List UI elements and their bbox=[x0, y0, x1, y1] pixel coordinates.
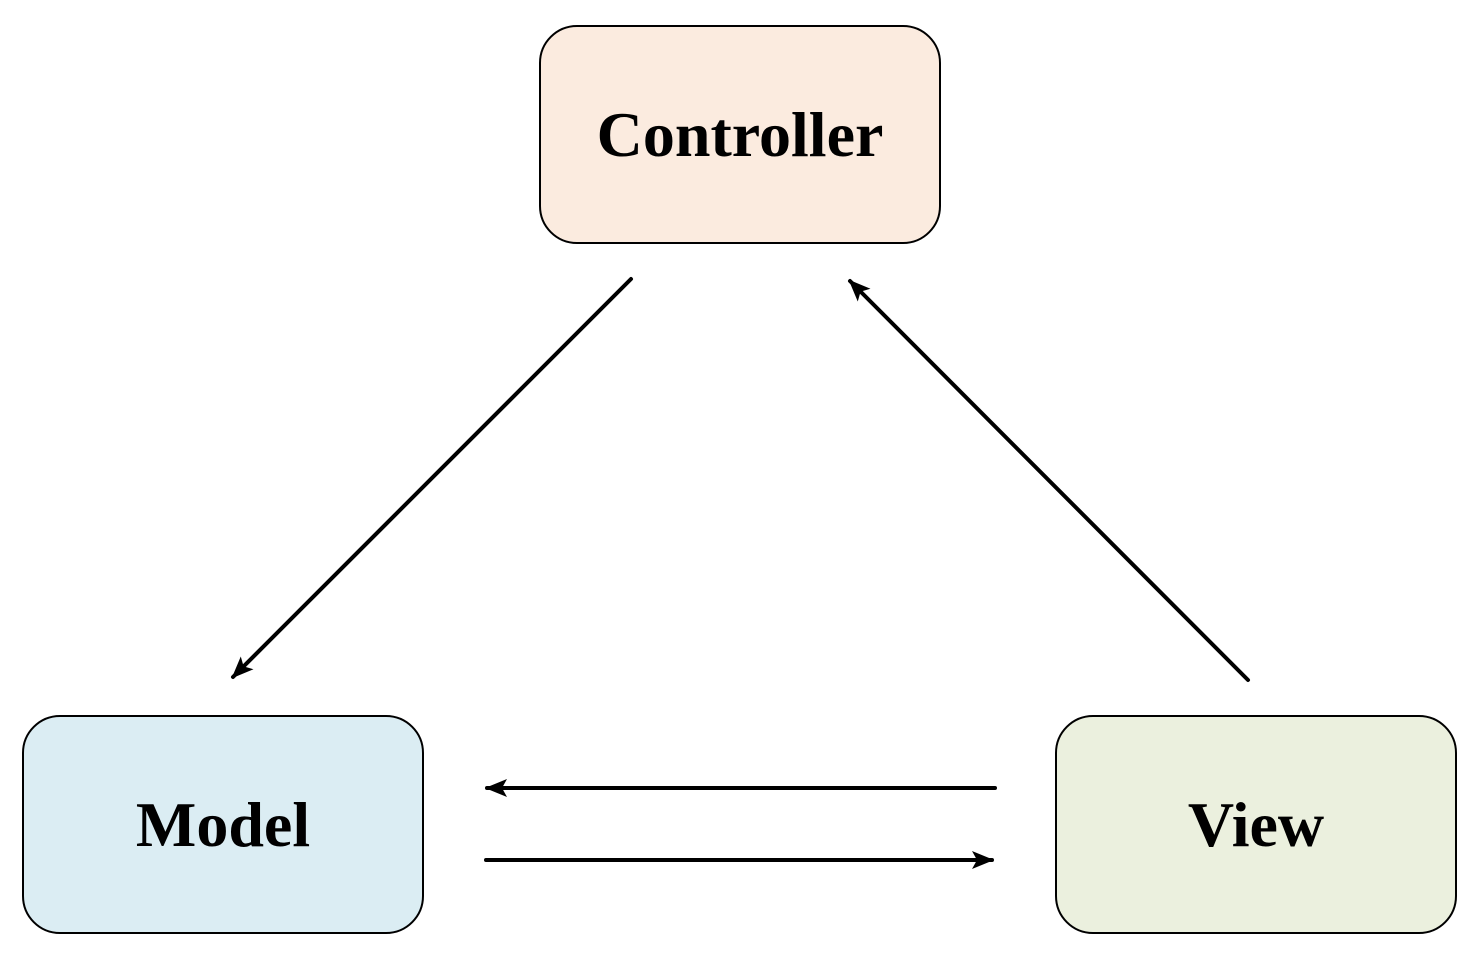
model-node: Model bbox=[22, 715, 424, 934]
controller-node: Controller bbox=[539, 25, 941, 244]
controller-label: Controller bbox=[596, 98, 884, 170]
view-node: View bbox=[1055, 715, 1457, 934]
arrow-controller-to-model bbox=[231, 277, 633, 679]
model-label: Model bbox=[135, 788, 311, 860]
view-label: View bbox=[1187, 788, 1325, 860]
arrow-view-to-controller bbox=[848, 279, 1250, 682]
